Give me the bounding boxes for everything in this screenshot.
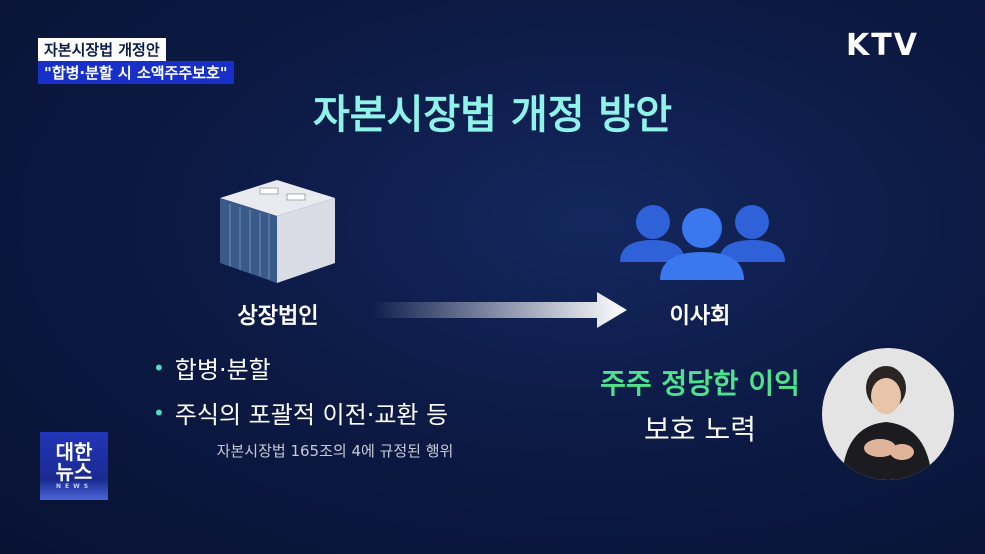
bullet-text: 주식의 포괄적 이전·교환 등 [174,401,449,429]
bullet-item: • 합병·분할 [153,350,271,385]
duty-highlight: 주주 정당한 이익 [600,367,800,400]
building-icon [215,178,340,292]
bullet-dot-icon: • [153,355,165,380]
duty-text: 보호 노력 [644,413,756,446]
ktv-logo: KTV [846,28,919,63]
listed-company-label: 상장법인 [237,304,319,329]
daehan-news-logo: 대한 뉴스 NEWS [40,432,108,500]
board-label: 이사회 [669,304,731,329]
caption-title: 자본시장법 개정안 [38,38,166,61]
bullet-text: 합병·분할 [174,356,271,384]
footnote: 자본시장법 165조의 4에 규정된 행위 [216,442,454,460]
sign-language-interpreter [822,348,954,480]
bullet-dot-icon: • [153,400,165,425]
arrow-right-icon [372,292,627,332]
logo-sub: NEWS [55,483,93,490]
people-group-icon [615,200,790,289]
logo-line2: 뉴스 [55,460,93,484]
logo-line1: 대한 [55,440,93,464]
caption-subtitle: "합병·분할 시 소액주주보호" [38,61,234,84]
slide-title: 자본시장법 개정 방안 [312,92,673,138]
bullet-item: • 주식의 포괄적 이전·교환 등 [153,395,448,430]
